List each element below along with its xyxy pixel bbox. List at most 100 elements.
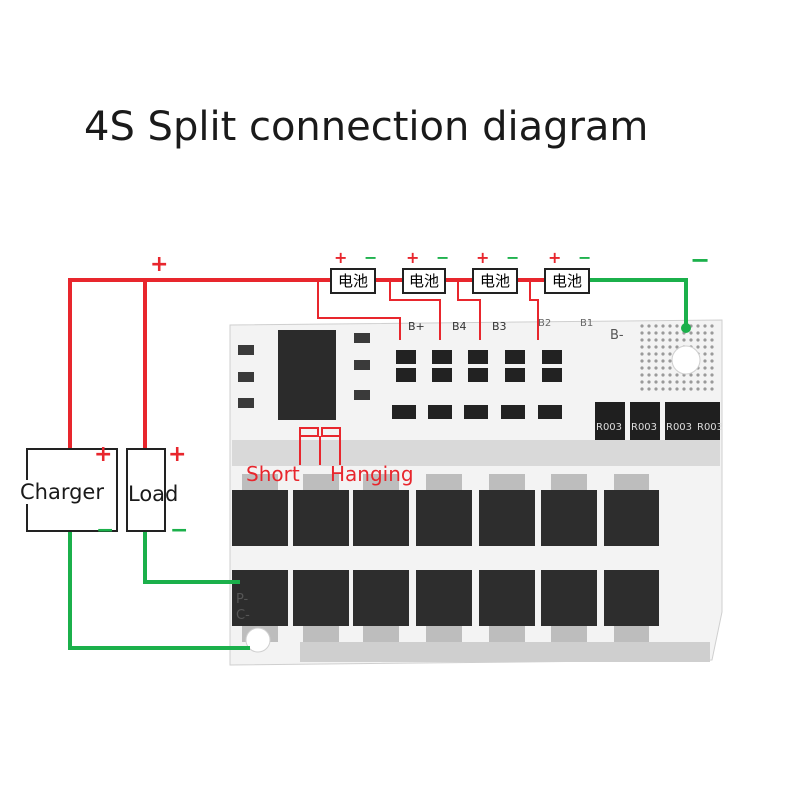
via-dot: [710, 324, 714, 328]
via-dot: [696, 345, 700, 349]
via-dot: [647, 359, 651, 363]
charger-label: Charger: [20, 480, 104, 504]
cell4-minus: −: [364, 248, 378, 267]
via-dot: [689, 380, 693, 384]
battery-cell-1: 电池: [544, 268, 590, 294]
resistor-label-1: R003: [596, 422, 623, 433]
pcb-b4: B4: [452, 320, 467, 333]
via-dot: [710, 345, 714, 349]
via-dot: [654, 352, 658, 356]
cell1-minus: −: [578, 248, 592, 267]
battery-cell-4: 电池: [330, 268, 376, 294]
battery-cell-3: 电池: [402, 268, 446, 294]
cell3-plus: +: [406, 248, 420, 267]
via-dot: [675, 345, 679, 349]
charger-minus: −: [96, 518, 115, 543]
via-dot: [640, 324, 644, 328]
via-dot: [710, 387, 714, 391]
mosfet-tab: [303, 474, 339, 492]
via-dot: [696, 387, 700, 391]
via-dot: [703, 373, 707, 377]
via-dot: [710, 359, 714, 363]
mosfet: [232, 490, 288, 546]
smd-resistors: [392, 350, 562, 419]
via-dot: [703, 380, 707, 384]
via-dot: [703, 345, 707, 349]
mosfet-tab: [426, 474, 462, 492]
via-dot: [668, 387, 672, 391]
via-dot: [710, 331, 714, 335]
via-dot: [654, 387, 658, 391]
via-dot: [668, 352, 672, 356]
via-dot: [640, 366, 644, 370]
battery-cell-3-label: 电池: [408, 272, 439, 290]
via-dot: [640, 387, 644, 391]
via-dot: [654, 338, 658, 342]
battery-cell-1-label: 电池: [551, 272, 582, 290]
ic-chip: [278, 330, 336, 420]
load-box: [126, 448, 166, 532]
via-dot: [668, 324, 672, 328]
mosfet: [541, 490, 597, 546]
mosfet: [232, 570, 288, 626]
mosfet: [479, 490, 535, 546]
mosfet: [479, 570, 535, 626]
pcb-cminus: C-: [236, 608, 250, 623]
cell3-minus: −: [436, 248, 450, 267]
mosfet-tab: [614, 624, 649, 642]
mosfet: [416, 570, 472, 626]
hanging-label: Hanging: [330, 462, 414, 486]
mosfet-tab: [551, 624, 587, 642]
short-label: Short: [246, 462, 300, 486]
via-dot: [661, 331, 665, 335]
load-label: Load: [128, 482, 179, 506]
via-dot: [640, 352, 644, 356]
via-dot: [675, 373, 679, 377]
negative-junction: [681, 323, 691, 333]
mosfet: [293, 570, 349, 626]
via-dot: [654, 324, 658, 328]
via-dot: [703, 352, 707, 356]
resistor-label-3: R003: [666, 422, 693, 433]
battery-cell-4-label: 电池: [337, 272, 368, 290]
via-dot: [710, 366, 714, 370]
main-plus: +: [150, 252, 169, 277]
mosfet: [353, 570, 409, 626]
via-dot: [661, 324, 665, 328]
via-dot: [668, 366, 672, 370]
via-dot: [696, 338, 700, 342]
mosfet-tab: [489, 624, 525, 642]
cell2-minus: −: [506, 248, 520, 267]
pcb-via-dots: [640, 324, 714, 391]
via-dot: [682, 338, 686, 342]
pcb-board: [229, 319, 723, 666]
via-dot: [668, 380, 672, 384]
via-dot: [675, 331, 679, 335]
via-dot: [703, 387, 707, 391]
via-dot: [703, 324, 707, 328]
via-dot: [654, 373, 658, 377]
via-dot: [696, 373, 700, 377]
via-dot: [647, 387, 651, 391]
via-dot: [675, 380, 679, 384]
via-dot: [654, 380, 658, 384]
mosfet: [604, 490, 659, 546]
via-dot: [661, 352, 665, 356]
mount-hole-top: [671, 345, 701, 375]
mosfet: [541, 570, 597, 626]
mosfet-row-top: [232, 474, 659, 546]
via-dot: [661, 380, 665, 384]
via-dot: [640, 338, 644, 342]
battery-cell-2: 电池: [472, 268, 518, 294]
mosfet-tab: [363, 624, 399, 642]
via-dot: [689, 373, 693, 377]
via-dot: [640, 380, 644, 384]
via-dot: [689, 387, 693, 391]
via-dot: [647, 345, 651, 349]
via-dot: [647, 338, 651, 342]
mosfet-tab: [303, 624, 339, 642]
via-dot: [647, 324, 651, 328]
via-dot: [661, 366, 665, 370]
via-dot: [668, 359, 672, 363]
pcb-bplus: B+: [408, 320, 425, 333]
